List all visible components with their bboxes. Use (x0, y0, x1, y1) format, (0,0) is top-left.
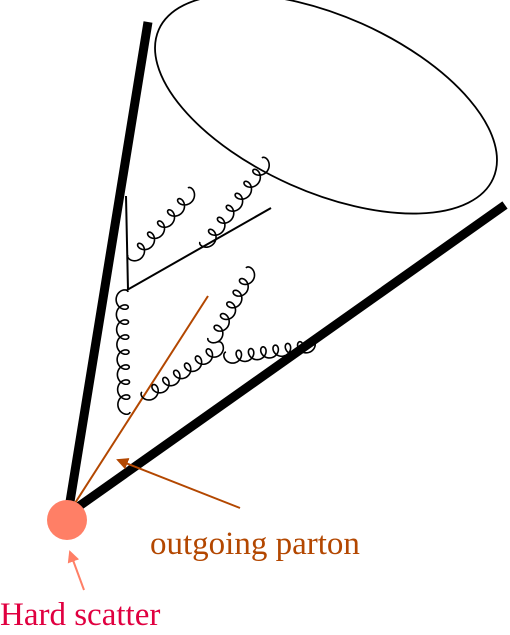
outgoing-parton-label: outgoing parton (150, 526, 360, 562)
gluon-lower-middle (140, 340, 225, 401)
gluon-vertical-left (115, 289, 131, 416)
hard-scatter-dot (47, 500, 87, 540)
quark-branch-right (126, 207, 272, 291)
hard-scatter-arrow (67, 550, 85, 591)
cone-opening-ellipse (154, 0, 498, 215)
hard-scatter-label: Hard scatter (0, 597, 161, 633)
cone-left-edge (63, 21, 153, 515)
gluon-upper-left (126, 186, 196, 262)
outgoing-parton-arrow (116, 458, 241, 509)
gluon-middle-up (206, 266, 256, 344)
gluon-right-horizontal (223, 339, 317, 364)
gluon-upper-right (198, 156, 270, 249)
cone-right-edge (65, 201, 508, 518)
outgoing-parton-line (67, 295, 209, 515)
quark-branch-upper (125, 195, 129, 291)
